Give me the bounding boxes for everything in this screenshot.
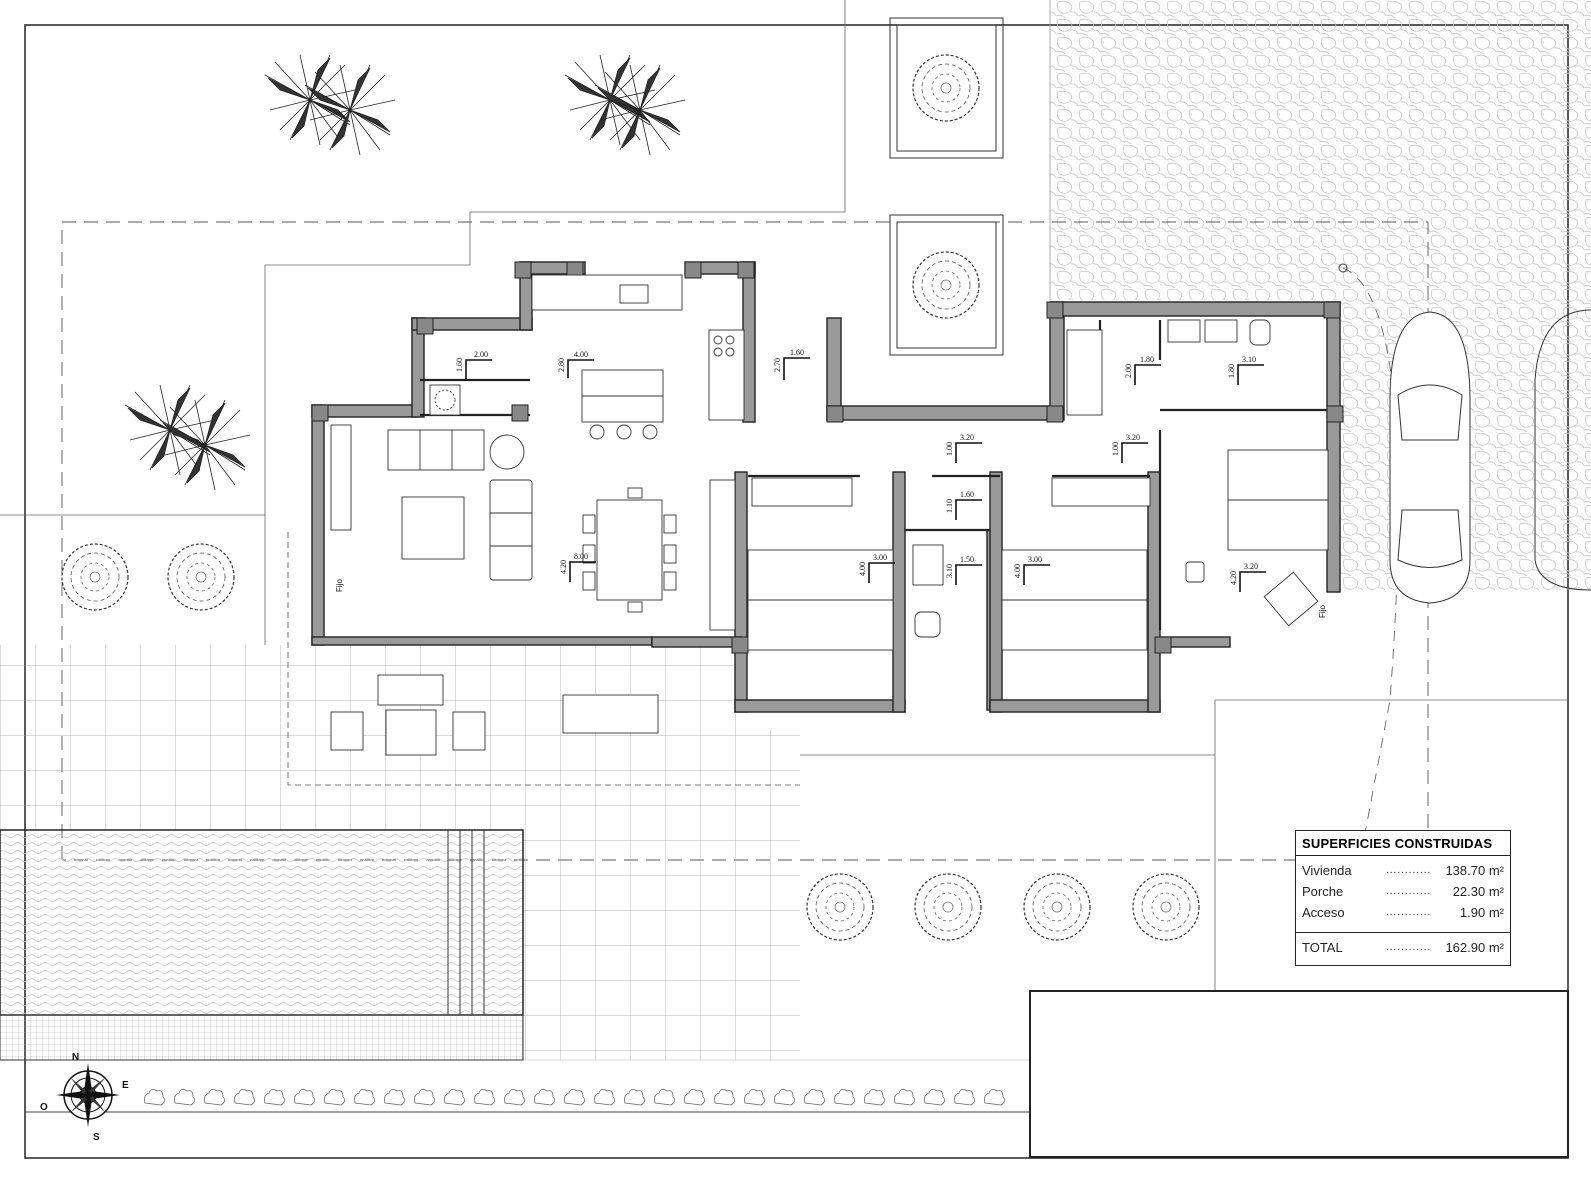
built-area-table: SUPERFICIES CONSTRUIDAS Vivienda .......… — [1295, 830, 1511, 966]
dim-laundry-h: 2.70 — [773, 358, 782, 372]
title-block — [1029, 990, 1569, 1158]
dim-living-h: 4.20 — [559, 560, 568, 574]
dim-hall-left-w: 3.20 — [960, 433, 974, 442]
row-name: Acceso — [1302, 905, 1345, 920]
dim-hall-right-h: 1.00 — [1111, 442, 1120, 456]
dimension-labels: 2.00 1.60 4.00 2.80 1.60 2.70 4.20 8.00 … — [335, 348, 1327, 618]
dimension-markers — [465, 357, 1266, 592]
table-total-row: TOTAL ............ 162.90 m² — [1296, 932, 1510, 958]
pool — [0, 829, 524, 1016]
dim-hall-right-w: 3.20 — [1126, 433, 1140, 442]
row-name: Porche — [1302, 884, 1344, 899]
dim-master-w: 3.20 — [1244, 562, 1258, 571]
compass-rose-icon — [56, 1063, 120, 1127]
dim-dressing-w: 1.80 — [1140, 355, 1154, 364]
dim-bath1-w: 1.50 — [960, 555, 974, 564]
dim-entry-w: 2.00 — [474, 350, 488, 359]
row-value: 138.70 m² — [1445, 863, 1504, 878]
car-outline — [1389, 311, 1471, 604]
dim-dressing-h: 2.00 — [1124, 364, 1133, 378]
hedge-row — [144, 1089, 1005, 1106]
dim-hall-mid-h: 1.10 — [945, 499, 954, 513]
compass-east-label: E — [122, 1080, 129, 1091]
total-dots: ............ — [1386, 942, 1432, 953]
dim-kitchen-w: 4.00 — [574, 350, 588, 359]
setback-line — [61, 221, 1429, 861]
fijo-label-left: Fijo — [335, 579, 344, 592]
dim-bath2-h: 1.80 — [1227, 364, 1236, 378]
dim-kitchen-h: 2.80 — [557, 358, 566, 372]
row-dots: ............ — [1386, 886, 1432, 897]
table-title: SUPERFICIES CONSTRUIDAS — [1296, 831, 1510, 856]
dim-hall-left-h: 1.00 — [945, 442, 954, 456]
row-value: 1.90 m² — [1459, 905, 1504, 920]
table-row: Porche ............ 22.30 m² — [1296, 881, 1510, 902]
dim-living-w: 8.00 — [574, 552, 588, 561]
dim-master-h: 4.20 — [1229, 571, 1238, 585]
total-value: 162.90 m² — [1445, 940, 1504, 955]
dim-bath1-h: 3.10 — [945, 564, 954, 578]
row-dots: ............ — [1386, 865, 1432, 876]
dim-bath2-w: 3.10 — [1242, 355, 1256, 364]
row-value: 22.30 m² — [1452, 884, 1504, 899]
dim-hall-mid-w: 1.60 — [960, 490, 974, 499]
dim-bedroom1-w: 3.00 — [873, 553, 887, 562]
dim-bedroom1-h: 4.00 — [858, 562, 867, 576]
house-walls — [311, 261, 1341, 713]
row-name: Vivienda — [1302, 863, 1352, 878]
row-dots: ............ — [1386, 907, 1432, 918]
site-boundary — [24, 24, 1569, 1159]
table-row: Vivienda ............ 138.70 m² — [1296, 860, 1510, 881]
dim-bedroom2-h: 4.00 — [1013, 564, 1022, 578]
compass-west-label: O — [40, 1102, 48, 1113]
terrace-tiles — [0, 645, 800, 1060]
dim-laundry-w: 1.60 — [790, 348, 804, 357]
fijo-label-right: Fijo — [1318, 605, 1327, 618]
compass-north-label: N — [72, 1052, 80, 1063]
table-row: Acceso ............ 1.90 m² — [1296, 902, 1510, 923]
furniture — [330, 274, 1329, 756]
dim-bedroom2-w: 3.00 — [1028, 555, 1042, 564]
compass-south-label: S — [93, 1132, 100, 1143]
total-name: TOTAL — [1302, 940, 1343, 955]
dim-entry-h: 1.60 — [455, 358, 464, 372]
